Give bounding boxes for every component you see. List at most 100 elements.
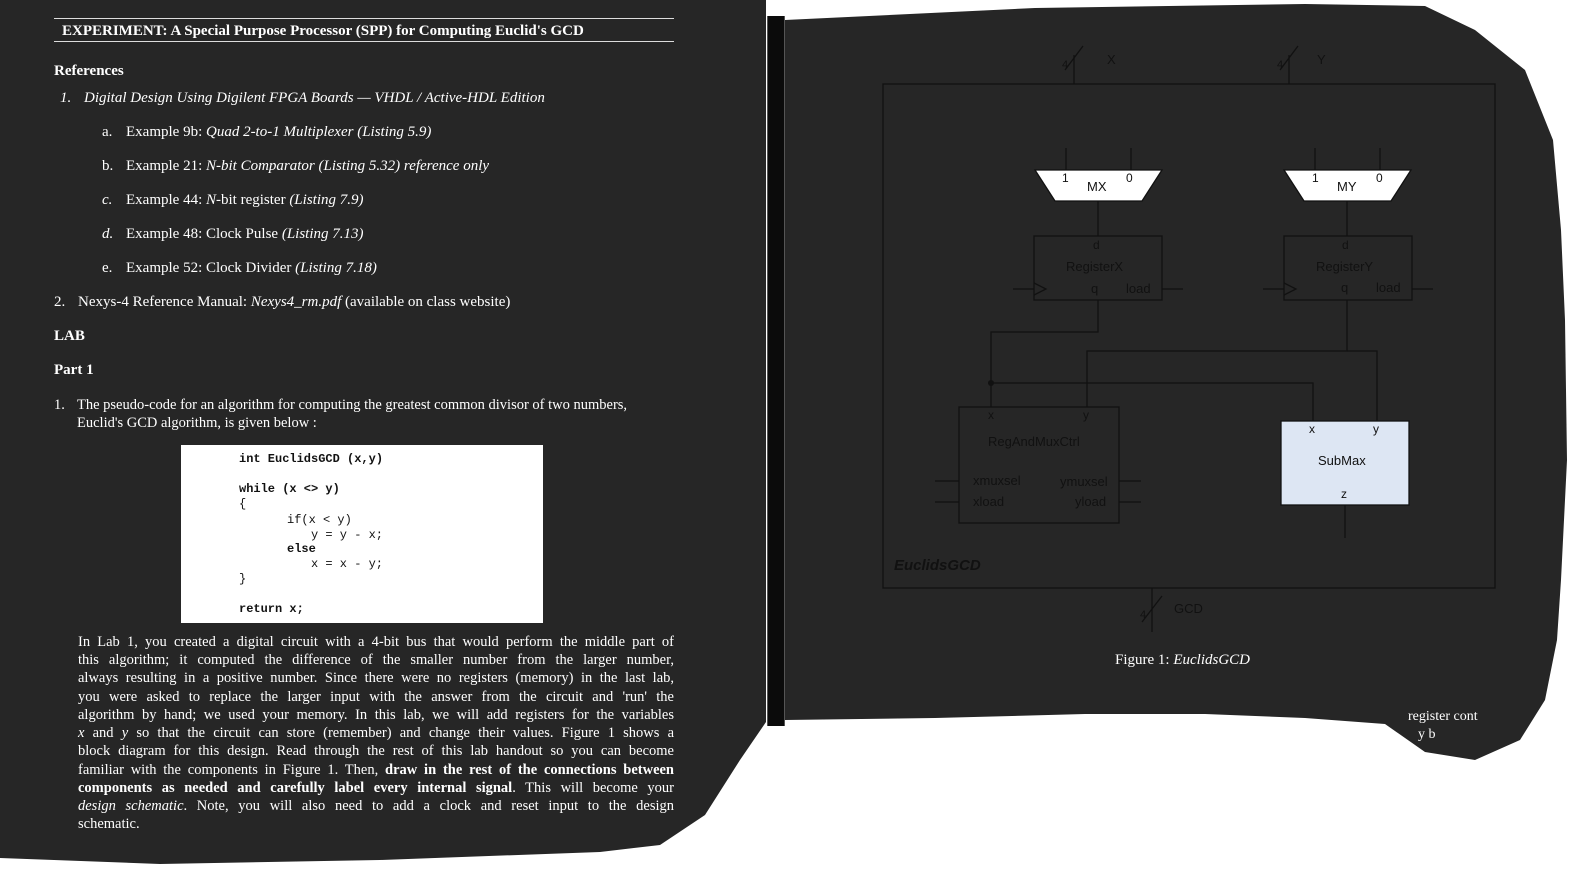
ref1-number: 1.	[60, 90, 72, 106]
euclidsgcd-block-label: EuclidsGCD	[894, 557, 981, 574]
x-input-label: X	[1107, 52, 1116, 67]
sub-item-letter: e.	[102, 260, 113, 276]
x-to-submax-wire	[991, 382, 1314, 421]
mux-x-label: MX	[1087, 179, 1107, 194]
submax-y-port: y	[1373, 422, 1379, 436]
register-y-q-port: q	[1341, 280, 1349, 295]
x-bus-slash	[1064, 45, 1084, 71]
sub-item-prefix: Example 21:	[126, 158, 206, 174]
sub-item-italic: Quad 2-to-1 Multiplexer (Listing 5.9)	[205, 124, 432, 140]
controller-xmuxsel-port: xmuxsel	[973, 473, 1021, 488]
sub-item-letter: b.	[102, 158, 114, 174]
sub-item-italic: N-bit Comparator (Listing 5.32) referenc…	[205, 158, 490, 174]
mux-y-in0: 0	[1376, 171, 1383, 185]
para-line: algorithm by hand; we used your memory. …	[78, 707, 674, 723]
controller-box	[958, 406, 1120, 524]
sub-item-prefix: Example 48: Clock Pulse	[126, 226, 282, 242]
para-line: you were asked to replace the larger inp…	[78, 689, 674, 705]
code-line: else	[287, 542, 316, 556]
register-y-load-port: load	[1376, 280, 1401, 295]
register-y-d-port: d	[1342, 238, 1349, 252]
para-line: schematic.	[78, 816, 140, 832]
mux-x-in1: 1	[1062, 171, 1069, 185]
controller-y-port: y	[1083, 408, 1089, 422]
register-y-label: RegisterY	[1316, 259, 1374, 274]
submax-x-port: x	[1309, 422, 1315, 436]
ref2-prefix: Nexys-4 Reference Manual:	[78, 294, 251, 310]
item1-line1: The pseudo-code for an algorithm for com…	[77, 397, 628, 413]
references-heading: References	[54, 63, 124, 79]
lab-heading: LAB	[54, 328, 85, 344]
sub-item-letter: d.	[102, 226, 114, 242]
sub-item-suffix: -bit register	[216, 192, 290, 208]
sub-item-italic2: (Listing 7.9)	[289, 192, 364, 208]
ref2-suffix: (available on class website)	[341, 294, 511, 310]
y-bus-width: 4	[1277, 59, 1284, 71]
right-page: 4 X 4 Y 1 0 MX 1 0 MY d RegisterX q load…	[785, 4, 1567, 760]
junction-dot	[988, 380, 994, 386]
code-line: if(x < y)	[287, 513, 352, 527]
controller-yload-port: yload	[1075, 494, 1107, 509]
controller-x-port: x	[988, 408, 994, 422]
euclidsgcd-block-diagram	[882, 45, 1496, 632]
sub-item-italic: (Listing 7.13)	[281, 226, 364, 242]
y-input-label: Y	[1317, 52, 1326, 67]
outer-block	[882, 83, 1496, 589]
para-line: always resulting in a positive number. S…	[78, 670, 674, 686]
controller-ymuxsel-port: ymuxsel	[1060, 474, 1108, 489]
register-x-d-port: d	[1093, 238, 1100, 252]
item1-line2: Euclid's GCD algorithm, is given below :	[77, 415, 317, 431]
y-feedback-wire	[1086, 300, 1348, 407]
register-x-q-port: q	[1091, 281, 1099, 296]
part-heading: Part 1	[54, 362, 94, 378]
code-line: y = y - x;	[311, 528, 384, 542]
experiment-title: EXPERIMENT: A Special Purpose Processor …	[54, 18, 674, 42]
para-line: this algorithm; it computed the differen…	[78, 652, 674, 668]
code-line: }	[239, 572, 247, 586]
gcd-bus-slash	[1141, 595, 1163, 623]
gcd-bus-width: 4	[1140, 609, 1147, 621]
code-line: while (x <> y)	[239, 482, 340, 496]
register-x-clock	[1033, 282, 1048, 296]
register-y-clock	[1283, 282, 1298, 296]
submax-box	[1280, 420, 1410, 506]
para-line: In Lab 1, you created a digital circuit …	[78, 634, 674, 650]
cropped-text-fragment: register cont	[1408, 709, 1478, 724]
cropped-text-fragment: y b	[1418, 727, 1436, 742]
page-divider	[767, 16, 785, 726]
y-to-submax-wire	[1347, 350, 1378, 421]
para-line: familiar with the components in Figure 1…	[78, 762, 674, 778]
sub-item-letter: c.	[102, 192, 113, 208]
sub-item-italic: N	[205, 192, 216, 208]
register-x-load-port: load	[1126, 281, 1151, 296]
register-x-label: RegisterX	[1066, 259, 1124, 274]
ref2-filename: Nexys4_rm.pdf	[250, 294, 342, 310]
mux-y-in1: 1	[1312, 171, 1319, 185]
code-line: {	[239, 497, 247, 511]
sub-item-prefix: Example 44:	[126, 192, 206, 208]
submax-z-port: z	[1341, 487, 1347, 501]
submax-label: SubMax	[1318, 453, 1366, 468]
para-line: x and y so that the circuit can store (r…	[78, 725, 675, 741]
figure-caption: Figure 1: EuclidsGCD	[1115, 652, 1251, 668]
sub-item-prefix: Example 9b:	[126, 124, 206, 140]
item1-number: 1.	[54, 397, 65, 413]
sub-item-letter: a.	[102, 124, 113, 140]
mux-x-in0: 0	[1126, 171, 1133, 185]
code-line: int EuclidsGCD (x,y)	[239, 452, 384, 466]
left-page: EXPERIMENT: A Special Purpose Processor …	[0, 0, 766, 864]
register-y-box	[1283, 235, 1413, 301]
ref2-number: 2.	[54, 294, 66, 310]
sub-item-prefix: Example 52: Clock Divider	[126, 260, 296, 276]
mux-y-shape	[1282, 169, 1413, 202]
mux-y-label: MY	[1337, 179, 1357, 194]
para-line: block diagram for this design. Read thro…	[78, 743, 674, 759]
y-bus-slash	[1279, 45, 1299, 71]
sub-item-italic: (Listing 7.18)	[295, 260, 377, 276]
pseudo-code-box: int EuclidsGCD (x,y) while (x <> y) { if…	[181, 445, 543, 623]
controller-label: RegAndMuxCtrl	[988, 434, 1080, 449]
controller-xload-port: xload	[973, 494, 1005, 509]
code-line: x = x - y;	[311, 557, 384, 571]
para-line: design schematic. Note, you will also ne…	[78, 798, 674, 814]
ref1-title: Digital Design Using Digilent FPGA Board…	[84, 90, 545, 106]
